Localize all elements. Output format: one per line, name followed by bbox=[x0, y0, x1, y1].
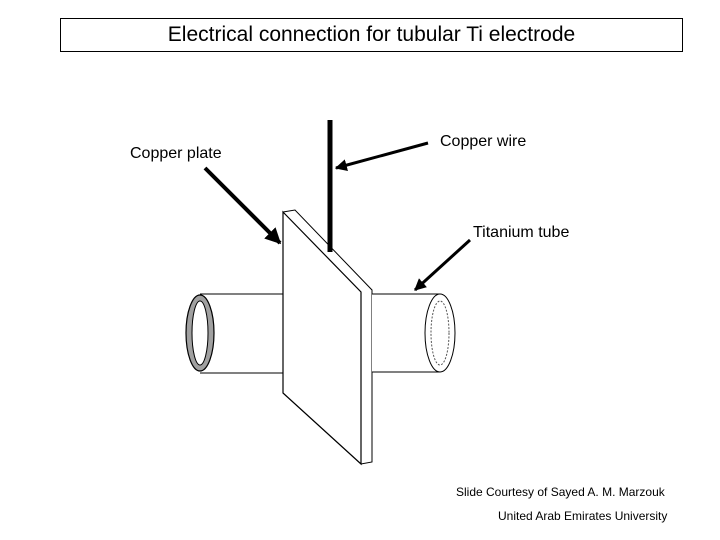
credit-institution: United Arab Emirates University bbox=[498, 509, 668, 523]
copper-plate bbox=[282, 209, 373, 466]
arrow-copper-plate bbox=[203, 166, 282, 245]
arrow-titanium-tube bbox=[413, 238, 472, 292]
arrow-copper-wire bbox=[334, 141, 429, 171]
left-tube-opening bbox=[191, 300, 209, 366]
right-tube bbox=[372, 293, 456, 373]
right-tube-opening bbox=[430, 300, 450, 366]
copper-plate-face bbox=[282, 210, 362, 466]
label-copper-plate: Copper plate bbox=[130, 145, 222, 162]
credit-author: Slide Courtesy of Sayed A. M. Marzouk bbox=[456, 485, 665, 499]
label-titanium-tube: Titanium tube bbox=[473, 224, 570, 241]
diagram-title: Electrical connection for tubular Ti ele… bbox=[60, 18, 683, 52]
label-copper-wire: Copper wire bbox=[440, 133, 527, 150]
